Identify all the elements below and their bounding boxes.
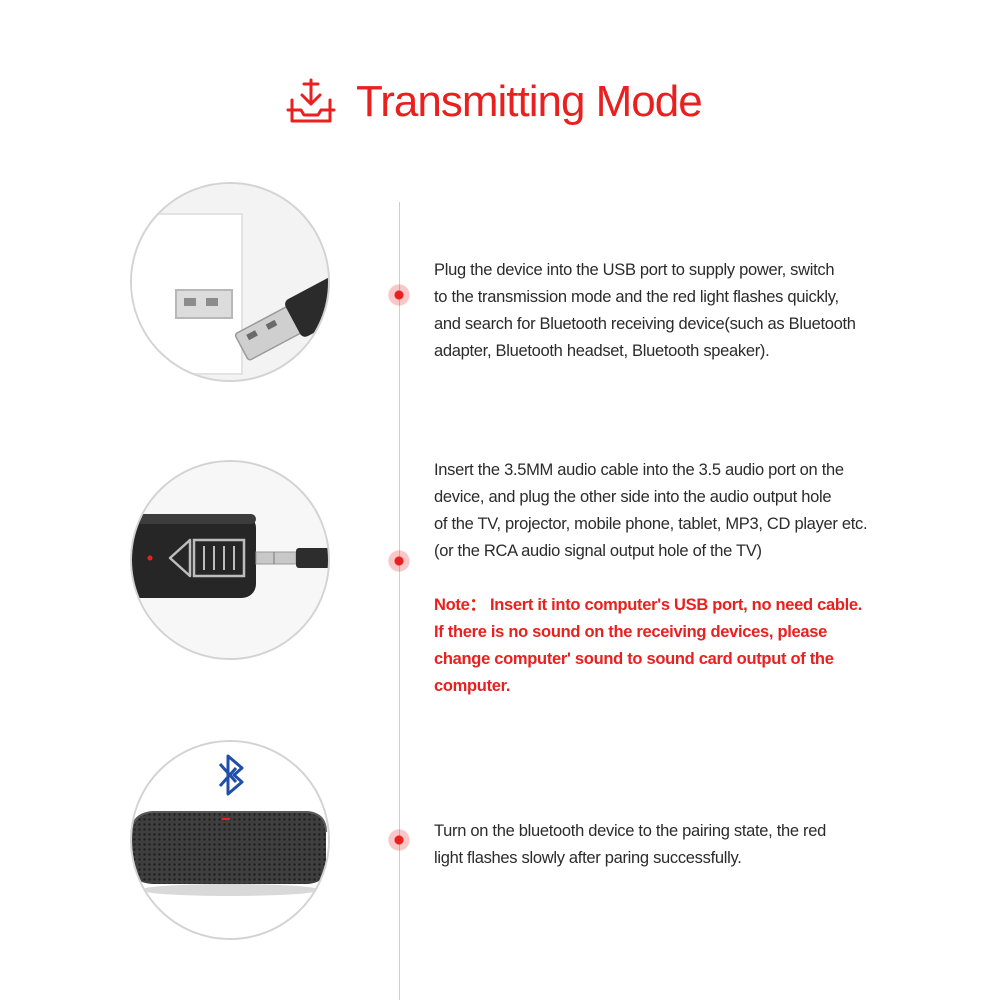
computer-usb-note: Note： Insert it into computer's USB port… [434, 592, 954, 700]
step-3-line: Turn on the bluetooth device to the pair… [434, 822, 827, 840]
bluetooth-speaker-image [130, 740, 330, 940]
step-2-line: of the TV, projector, mobile phone, tabl… [434, 515, 868, 533]
step-2-line: (or the RCA audio signal output hole of … [434, 542, 762, 560]
timeline-dot-2 [388, 550, 410, 572]
note-line: computer. [434, 677, 511, 695]
step-3-text: Turn on the bluetooth device to the pair… [434, 818, 954, 872]
step-1-line: adapter, Bluetooth headset, Bluetooth sp… [434, 342, 770, 360]
step-3-line: light flashes slowly after paring succes… [434, 849, 742, 867]
step-2-text: Insert the 3.5MM audio cable into the 3.… [434, 457, 954, 565]
page-title: Transmitting Mode [356, 77, 703, 126]
download-tray-icon [286, 78, 336, 123]
step-2-line: device, and plug the other side into the… [434, 488, 832, 506]
step-1-line: to the transmission mode and the red lig… [434, 288, 839, 306]
usb-adapter-image [130, 182, 330, 382]
note-line: Note： Insert it into computer's USB port… [434, 596, 863, 614]
note-line: change computer' sound to sound card out… [434, 650, 834, 668]
step-2-line: Insert the 3.5MM audio cable into the 3.… [434, 461, 844, 479]
step-1-text: Plug the device into the USB port to sup… [434, 257, 954, 365]
note-line: If there is no sound on the receiving de… [434, 623, 828, 641]
timeline-dot-3 [388, 829, 410, 851]
audio-cable-image [130, 460, 330, 660]
timeline-dot-1 [388, 284, 410, 306]
step-1-line: and search for Bluetooth receiving devic… [434, 315, 856, 333]
timeline-line [399, 202, 400, 1000]
step-1-line: Plug the device into the USB port to sup… [434, 261, 835, 279]
header: Transmitting Mode [0, 68, 1000, 138]
